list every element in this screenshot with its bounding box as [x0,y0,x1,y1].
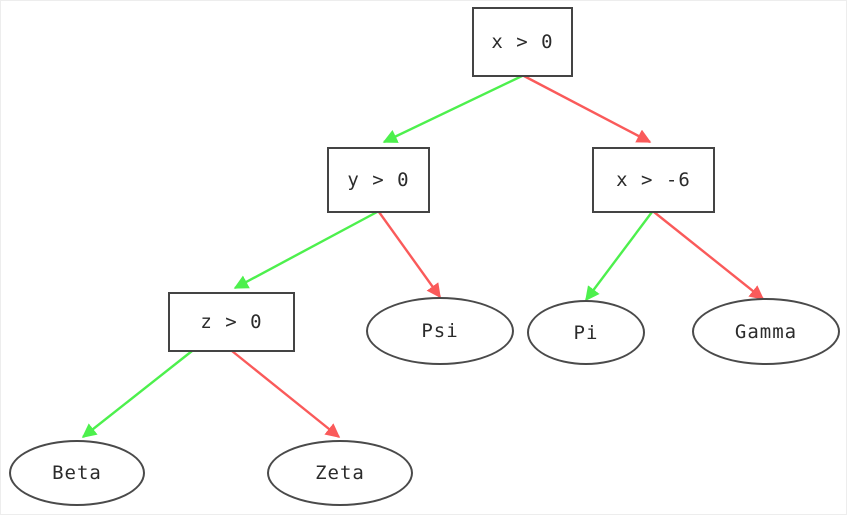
leaf-node-zeta[interactable]: Zeta [267,440,413,506]
decision-node-y-gt-0-label: y > 0 [347,169,410,191]
edge-root-to-y-true [382,74,523,144]
leaf-node-beta-label: Beta [52,462,102,484]
edge-x6-to-pi-true [585,211,653,302]
leaf-node-zeta-label: Zeta [315,462,365,484]
leaf-node-pi[interactable]: Pi [527,300,645,365]
edge-z-to-beta-true [81,350,193,438]
decision-node-y-gt-0[interactable]: y > 0 [327,147,430,213]
leaf-node-gamma-label: Gamma [734,320,798,343]
edge-z-to-zeta-false [231,350,341,438]
decision-node-x-gt-neg6-label: x > -6 [616,169,691,191]
leaf-node-psi-label: Psi [421,320,459,342]
leaf-node-psi[interactable]: Psi [366,297,514,365]
decision-node-z-gt-0-label: z > 0 [200,311,263,333]
decision-node-z-gt-0[interactable]: z > 0 [168,292,295,352]
leaf-node-beta[interactable]: Beta [9,440,145,506]
decision-node-root[interactable]: x > 0 [472,7,573,77]
edge-y-to-psi-false [378,211,441,299]
decision-node-root-label: x > 0 [491,31,554,53]
decision-node-x-gt-neg6[interactable]: x > -6 [592,147,715,213]
leaf-node-pi-label: Pi [573,321,599,344]
edge-x6-to-gamma-false [653,211,765,300]
edge-y-to-z-true [233,210,378,290]
leaf-node-gamma[interactable]: Gamma [692,298,840,365]
edge-root-to-x6-false [523,74,652,144]
